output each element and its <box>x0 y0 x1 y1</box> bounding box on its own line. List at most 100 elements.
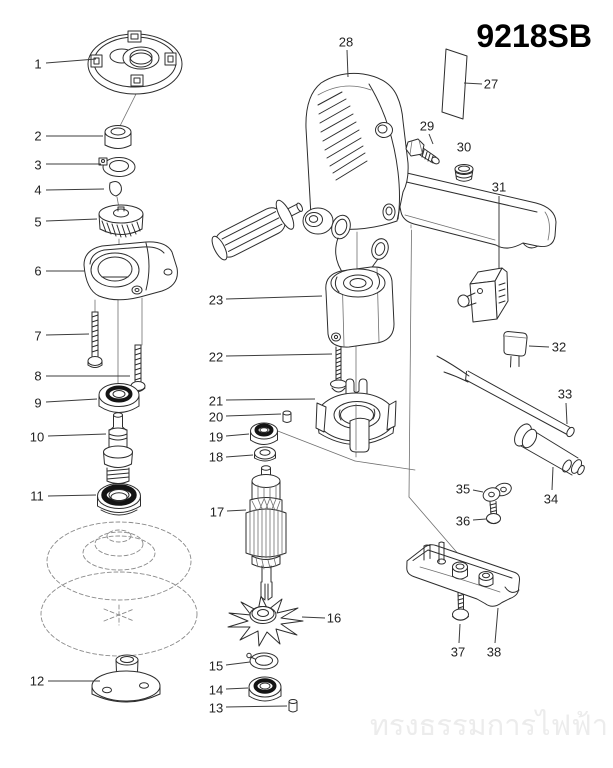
leader-line-4 <box>45 188 105 191</box>
leader-line-37 <box>458 623 461 644</box>
part-22-screw <box>330 346 347 393</box>
leader-line-19 <box>225 433 250 437</box>
part-14-ball-bearing <box>248 676 282 702</box>
part-13-pin <box>288 699 298 713</box>
leader-line-7 <box>45 333 90 336</box>
part-label-19: 19 <box>209 430 223 445</box>
part-10-spindle <box>103 412 133 484</box>
leader-line-22 <box>225 353 333 357</box>
part-label-34: 34 <box>544 492 558 507</box>
leader-line-5 <box>45 218 98 222</box>
part-11-seal-ring <box>97 483 141 516</box>
part-label-1: 1 <box>34 57 41 72</box>
watermark-text: ทรงธรรมการไฟฟ้า <box>369 710 608 742</box>
part-5-gear <box>98 204 144 238</box>
leader-line-10 <box>47 433 107 437</box>
part-38-base-plate <box>406 541 521 607</box>
part-19-ball-bearing <box>250 422 278 445</box>
part-label-5: 5 <box>34 215 41 230</box>
part-34-cord-guard <box>514 423 585 476</box>
leader-line-17 <box>226 509 247 512</box>
part-36-screw <box>486 501 501 525</box>
leader-line-28 <box>346 49 349 78</box>
part-label-12: 12 <box>30 674 44 689</box>
part-label-33: 33 <box>558 387 572 402</box>
part-label-29: 29 <box>420 119 434 134</box>
leader-line-13 <box>225 705 288 708</box>
parts-drawing <box>40 30 585 713</box>
leader-line-23 <box>225 295 323 300</box>
rear-handle-arm <box>393 169 557 249</box>
part-21-baffle-plate <box>315 378 397 453</box>
red-pointer-arrow <box>133 128 180 145</box>
leader-line-36 <box>472 518 487 521</box>
part-31-switch <box>457 267 509 323</box>
part-label-9: 9 <box>34 396 41 411</box>
part-label-37: 37 <box>451 645 465 660</box>
part-37-screw <box>452 591 469 621</box>
leader-line-35 <box>472 489 484 493</box>
part-9-ball-bearing <box>98 383 140 413</box>
leader-line-34 <box>551 466 554 491</box>
leader-line-29 <box>428 133 434 145</box>
part-28-motor-housing <box>302 72 409 235</box>
part-label-4: 4 <box>34 183 41 198</box>
part-label-22: 22 <box>209 350 223 365</box>
part-label-27: 27 <box>484 77 498 92</box>
leader-line-11 <box>47 494 97 497</box>
part-33-power-cord <box>436 355 575 438</box>
part-label-31: 31 <box>492 180 506 195</box>
part-30-plug <box>454 164 474 182</box>
part-label-3: 3 <box>34 158 41 173</box>
part-3-retaining-ring <box>98 157 136 177</box>
part-4-key <box>109 181 122 197</box>
part-label-17: 17 <box>210 505 224 520</box>
part-label-21: 21 <box>209 394 223 409</box>
part-2-sleeve <box>104 125 132 149</box>
part-label-15: 15 <box>209 659 223 674</box>
leader-line-16 <box>301 616 326 619</box>
part-20-pin <box>282 410 292 423</box>
leader-line-33 <box>565 402 568 425</box>
part-label-11: 11 <box>30 489 44 504</box>
part-12-flange-nut <box>91 654 161 703</box>
part-16-fan <box>227 595 304 647</box>
leader-line-14 <box>225 687 249 690</box>
part-7-screw <box>87 311 103 368</box>
part-label-7: 7 <box>34 329 41 344</box>
part-35-cord-clamp <box>482 482 512 502</box>
leader-line-32 <box>528 345 550 348</box>
model-title: 9218SB <box>476 18 592 54</box>
leader-line-18 <box>225 454 254 458</box>
part-32-capacitor <box>503 331 528 368</box>
part-label-28: 28 <box>339 35 353 50</box>
part-label-38: 38 <box>487 645 501 660</box>
lead-wire-grommets <box>331 214 389 278</box>
sanding-pads-phantom <box>40 521 198 657</box>
leader-line-1 <box>45 58 97 64</box>
part-label-6: 6 <box>34 264 41 279</box>
leader-line-20 <box>225 413 282 417</box>
part-8-screw <box>130 344 146 392</box>
part-label-36: 36 <box>456 514 470 529</box>
part-label-2: 2 <box>34 129 41 144</box>
part-1-spindle-flange-cap <box>87 30 183 95</box>
leader-line-21 <box>225 398 316 401</box>
leader-line-9 <box>45 398 98 403</box>
side-handle-grip <box>211 199 304 261</box>
part-23-stator <box>325 266 395 348</box>
part-6-gear-housing <box>83 241 178 301</box>
part-label-8: 8 <box>34 369 41 384</box>
part-label-14: 14 <box>209 683 223 698</box>
part-label-16: 16 <box>327 611 341 626</box>
part-label-32: 32 <box>552 340 566 355</box>
part-17-armature <box>245 465 287 601</box>
part-27-label-plate <box>441 48 468 120</box>
part-label-23: 23 <box>209 293 223 308</box>
part-label-30: 30 <box>457 140 471 155</box>
part-label-18: 18 <box>209 450 223 465</box>
part-label-20: 20 <box>209 410 223 425</box>
part-label-13: 13 <box>209 701 223 716</box>
leader-line-15 <box>225 661 251 666</box>
